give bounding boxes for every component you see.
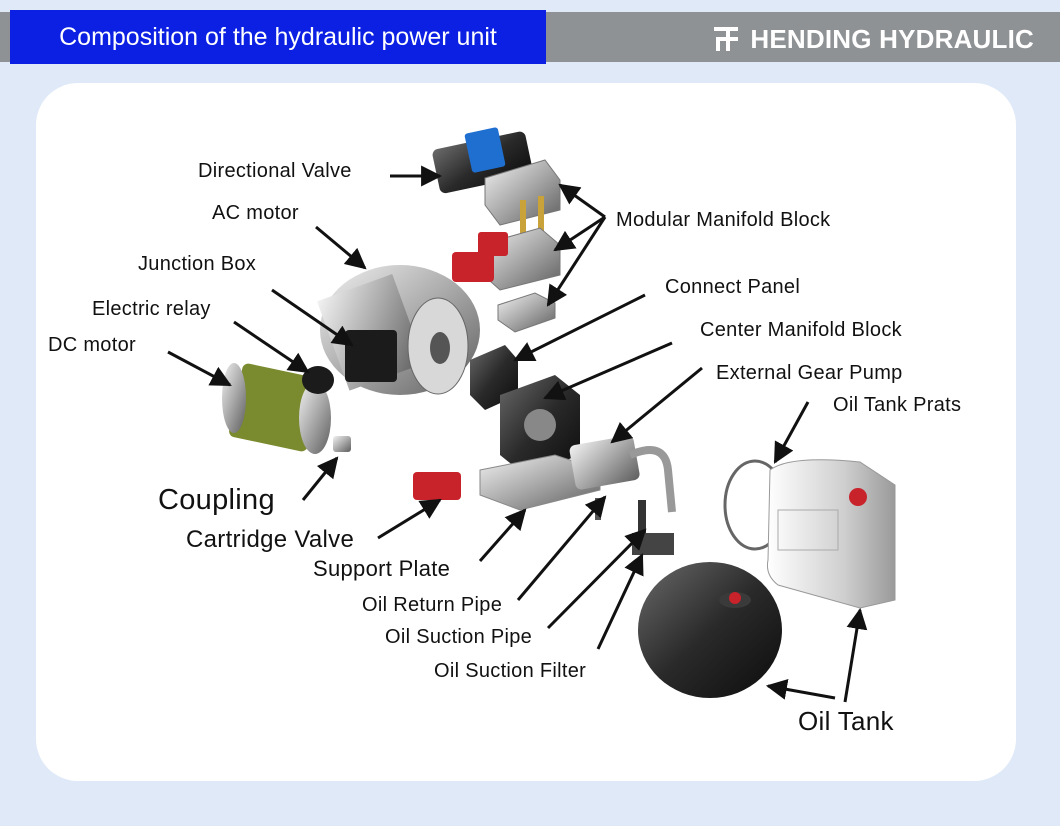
arrow-connect-panel bbox=[513, 293, 646, 362]
label-coupling: Coupling bbox=[158, 484, 275, 516]
label-directional-valve: Directional Valve bbox=[198, 160, 352, 182]
label-electric-relay: Electric relay bbox=[92, 298, 211, 320]
arrow-oil-tank-prats bbox=[773, 401, 810, 464]
hending-logo-icon bbox=[714, 27, 739, 51]
label-ac-motor: AC motor bbox=[212, 202, 299, 224]
header-bar: Composition of the hydraulic power unit … bbox=[0, 12, 1060, 62]
arrow-cartridge-valve bbox=[377, 498, 442, 540]
arrow-gear-pump bbox=[610, 366, 703, 444]
arrow-dc-motor bbox=[167, 350, 232, 387]
label-external-gear-pump: External Gear Pump bbox=[716, 362, 903, 384]
arrow-manifold-bottom bbox=[546, 216, 607, 307]
brand: HENDING HYDRAULIC bbox=[710, 22, 1034, 56]
label-dc-motor: DC motor bbox=[48, 334, 136, 356]
label-cartridge-valve: Cartridge Valve bbox=[186, 526, 355, 553]
arrow-electric-relay bbox=[233, 320, 310, 374]
arrow-manifold-mid bbox=[553, 215, 606, 252]
metal-oil-tank-part bbox=[767, 459, 896, 609]
modular-manifold-block-part bbox=[452, 159, 561, 333]
center-manifold-block-part bbox=[413, 345, 601, 511]
arrow-coupling bbox=[301, 456, 339, 501]
label-oil-tank-prats: Oil Tank Prats bbox=[833, 394, 962, 416]
label-oil-suction-pipe: Oil Suction Pipe bbox=[385, 626, 533, 648]
arrow-center-manifold bbox=[543, 341, 673, 401]
arrow-oil-return-pipe bbox=[516, 495, 607, 601]
arrow-oil-suction-filter bbox=[596, 553, 644, 650]
ac-motor-part bbox=[317, 265, 480, 395]
arrow-support-plate bbox=[478, 508, 527, 562]
black-oil-tank-part bbox=[638, 562, 782, 698]
label-connect-panel: Connect Panel bbox=[665, 276, 801, 298]
arrow-oil-tank-metal bbox=[843, 607, 868, 703]
arrow-ac-motor bbox=[315, 225, 367, 270]
arrow-manifold-top bbox=[558, 183, 606, 219]
label-modular-manifold-block: Modular Manifold Block bbox=[616, 209, 831, 231]
label-center-manifold-block: Center Manifold Block bbox=[700, 319, 902, 341]
dc-motor-part bbox=[222, 363, 351, 454]
arrow-oil-tank-black bbox=[765, 678, 836, 700]
label-support-plate: Support Plate bbox=[313, 556, 451, 581]
label-junction-box: Junction Box bbox=[138, 253, 257, 275]
arrow-junction-box bbox=[271, 288, 354, 347]
page-title: Composition of the hydraulic power unit bbox=[12, 12, 544, 62]
label-oil-tank: Oil Tank bbox=[798, 706, 894, 736]
label-oil-return-pipe: Oil Return Pipe bbox=[362, 594, 503, 616]
external-gear-pump-part bbox=[569, 435, 676, 555]
arrow-oil-suction-pipe bbox=[546, 528, 647, 630]
brand-name: HENDING HYDRAULIC bbox=[750, 23, 1034, 54]
label-oil-suction-filter: Oil Suction Filter bbox=[434, 660, 587, 682]
leader-lines bbox=[167, 165, 868, 703]
